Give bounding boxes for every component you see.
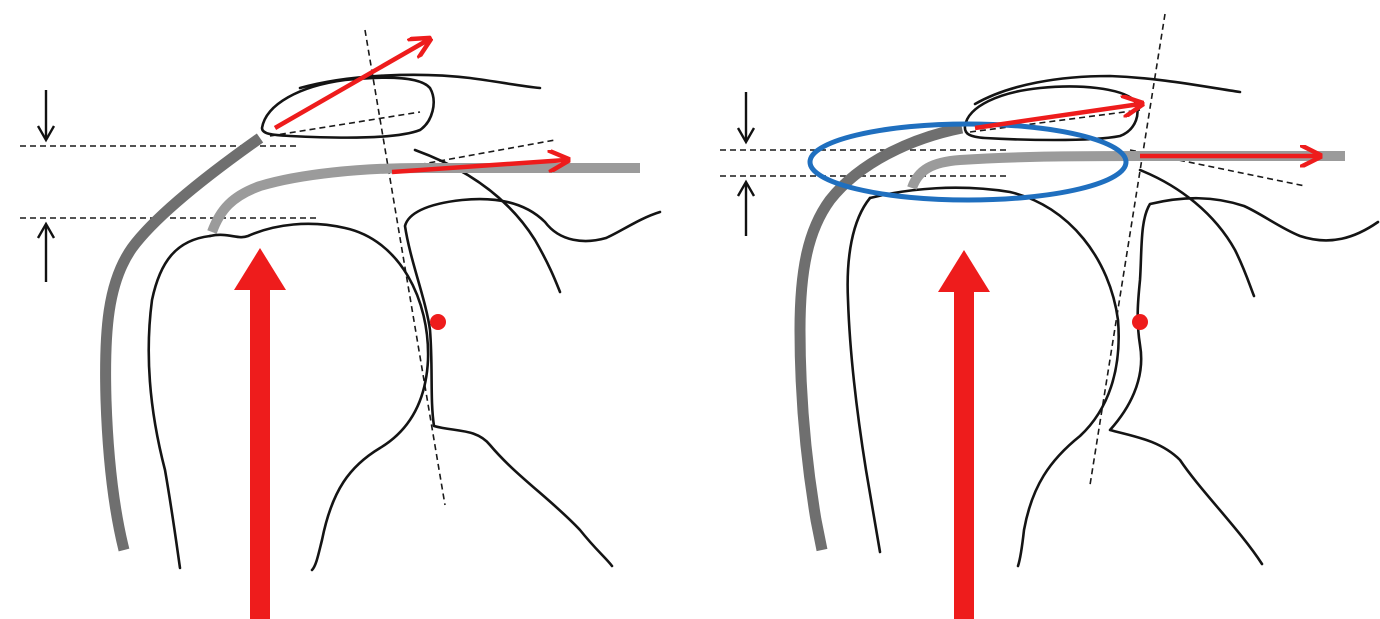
rotator-cuff-tendon xyxy=(912,156,1345,188)
scapula-outline xyxy=(405,199,660,566)
humerus-shaft-outline xyxy=(149,236,210,568)
scapula-outline xyxy=(1110,198,1378,564)
down-arrow-icon xyxy=(38,90,54,140)
up-arrow-icon xyxy=(38,224,54,282)
clavicle-outline xyxy=(1140,170,1254,296)
humerus-shaft-outline xyxy=(848,198,880,552)
up-arrow-icon xyxy=(738,182,754,236)
down-arrow-icon xyxy=(738,92,754,142)
humeral-head-outline xyxy=(870,188,1119,566)
rotation-center-dot xyxy=(1132,314,1148,330)
dashed-axis-line xyxy=(1090,14,1165,485)
acromion-force-arrow xyxy=(275,40,428,128)
left-panel xyxy=(20,30,660,619)
upward-force-arrow xyxy=(234,248,286,619)
rotator-cuff-tendon xyxy=(212,168,640,232)
acromion-force-arrow xyxy=(975,104,1140,128)
humeral-head-outline xyxy=(210,224,428,570)
rotation-center-dot xyxy=(430,314,446,330)
right-panel xyxy=(720,14,1378,619)
upward-force-arrow xyxy=(938,250,990,619)
